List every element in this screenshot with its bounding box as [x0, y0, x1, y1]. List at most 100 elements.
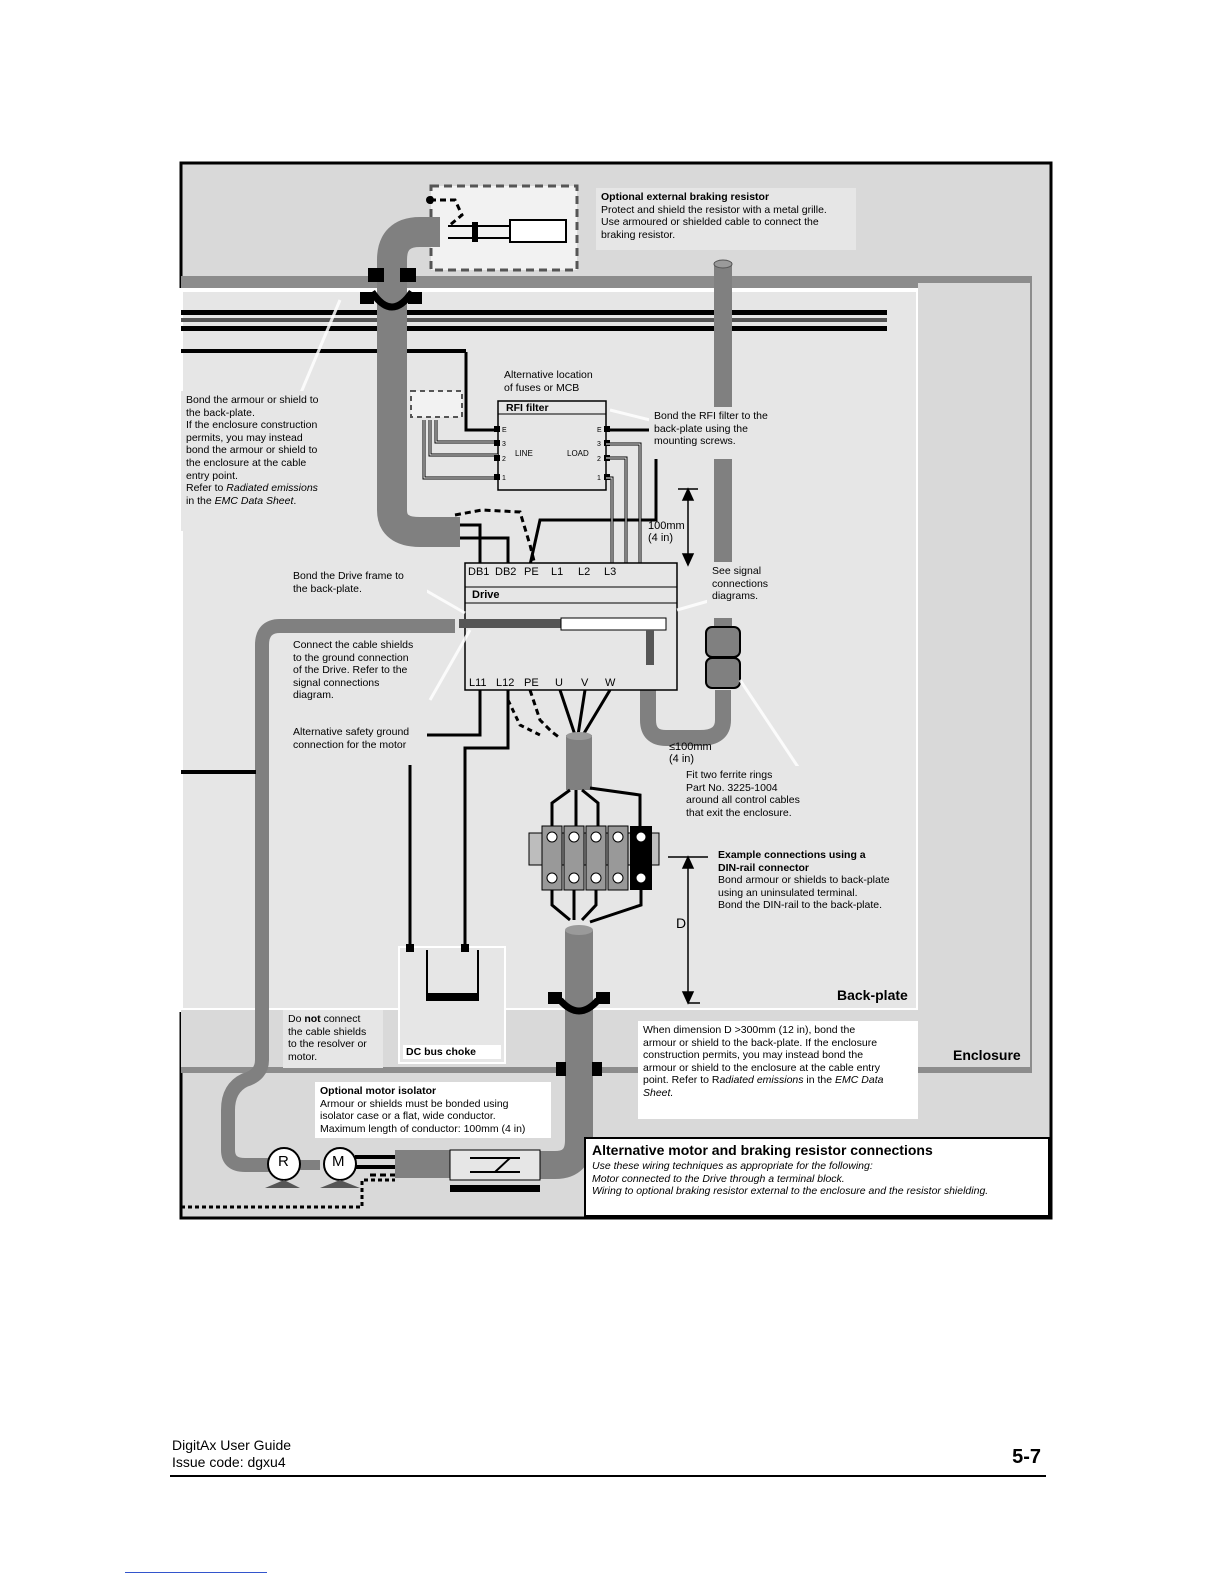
dc-bus-choke-box [398, 946, 506, 1064]
note-italic: Radiated emissions [226, 482, 318, 495]
note-din-rail-title: DIN-rail connector [718, 861, 810, 874]
note-line: armour or shield to the back-plate. If t… [643, 1036, 878, 1049]
rfi-filter-box [497, 400, 607, 491]
note-line: Part No. 3225-1004 [686, 781, 778, 794]
din-feed-wires [550, 786, 642, 828]
drive-term-v: V [581, 677, 589, 689]
note-italic: Sheet. [643, 1086, 674, 1099]
note-braking-resistor: Optional external braking resistor Prote… [596, 188, 856, 250]
note-bold: not [304, 1013, 321, 1025]
note-motor-isolator: Optional motor isolator Armour or shield… [315, 1082, 551, 1138]
dim-100mm [678, 487, 698, 567]
resolver-cable [221, 619, 455, 1172]
alternative-connections-line: Motor connected to the Drive through a t… [592, 1172, 845, 1185]
drive-term-db1: DB1 [468, 566, 490, 578]
note-line: the back-plate. [186, 406, 255, 419]
note-line: the enclosure at the cable [186, 456, 307, 469]
note-line: When dimension D >300mm (12 in), bond th… [643, 1024, 856, 1036]
drive-label: Drive [472, 589, 500, 601]
drive-term-l1: L1 [551, 566, 564, 578]
note-bond-drive: Bond the Drive frame to the back-plate. [288, 567, 427, 603]
rfi-term-e-l: E [502, 427, 507, 434]
note-line: Maximum length of conductor: 100mm (4 in… [320, 1122, 526, 1135]
note-line: isolator case or a flat, wide conductor. [320, 1110, 496, 1123]
note-line: Armour or shields must be bonded using [320, 1097, 509, 1110]
rfi-load-label: LOAD [567, 449, 589, 458]
supply-bus-bars [181, 310, 887, 353]
motor-cable-upper [566, 735, 592, 790]
note-braking-resistor-title: Optional external braking resistor [601, 191, 770, 203]
note-line: Refer to Radiated emissions [186, 482, 365, 495]
note-line: Fit two ferrite rings [686, 769, 773, 781]
din-output-wires [550, 890, 643, 924]
safety-ground-dashed [181, 1178, 395, 1209]
note-ferrite: Fit two ferrite rings Part No. 3225-1004… [681, 766, 816, 836]
footer-info: DigitAx User Guide Issue code: dgxu4 [172, 1437, 291, 1471]
rfi-term-1-l: 1 [502, 475, 506, 482]
rfi-term-e-r: E [597, 427, 602, 434]
note-alt-safety: Alternative safety ground connection for… [288, 723, 427, 765]
note-line: entry point. [186, 469, 238, 482]
note-line: diagram. [293, 689, 334, 702]
note-text: Refer to [186, 482, 227, 495]
note-line: See signal [712, 565, 762, 577]
rfi-line-label: LINE [515, 449, 533, 458]
braking-resistor [509, 219, 567, 243]
note-bond-rfi: Bond the RFI filter to the back-plate us… [649, 407, 784, 459]
rfi-term-3-r: 3 [597, 441, 601, 448]
dc-bus-choke-label: DC bus choke [403, 1045, 501, 1059]
resolver-label: R [278, 1153, 289, 1170]
note-line: mounting screws. [654, 435, 736, 448]
alternative-connections-line: Wiring to optional braking resistor exte… [592, 1185, 989, 1197]
note-connect-shields: Connect the cable shields to the ground … [288, 636, 427, 708]
cable-clamp-backplate [548, 992, 610, 1076]
motor-assembly [265, 1147, 541, 1192]
dim-le100mm-label: ≤100mm [669, 741, 712, 753]
drive-term-l12: L12 [496, 677, 515, 689]
enclosure-label: Enclosure [953, 1047, 1021, 1063]
note-line: permits, you may instead [186, 431, 303, 444]
drive-ground-bar [459, 619, 561, 628]
note-line: Do not connect [288, 1013, 378, 1026]
note-line: the cable shields [288, 1025, 367, 1038]
leader-lines [298, 299, 802, 771]
note-line: around all control cables [686, 794, 800, 807]
note-line: connection for the motor [293, 738, 407, 751]
note-line: braking resistor. [601, 228, 676, 241]
note-see-signal: See signal connections diagrams. [707, 562, 784, 618]
motor-label: M [332, 1153, 345, 1170]
note-din-rail: Example connections using a DIN-rail con… [713, 846, 903, 934]
footer-issue-code: Issue code: dgxu4 [172, 1454, 286, 1470]
note-line: in the EMC Data Sheet. [186, 495, 365, 508]
drive-term-db2: DB2 [495, 566, 517, 578]
note-line: Connect the cable shields [293, 639, 414, 651]
footer-rule [170, 1475, 1046, 1477]
alternative-connections-box: Alternative motor and braking resistor c… [584, 1137, 1050, 1217]
note-alt-fuses: Alternative location of fuses or MCB [499, 366, 607, 398]
note-line: armour or shield to the enclosure at the… [643, 1061, 880, 1074]
note-italic: EMC Data [835, 1074, 884, 1087]
enclosure-side-cable [181, 770, 256, 774]
note-text: . [293, 494, 297, 507]
note-italic: adiated emissions [719, 1074, 804, 1087]
drive-term-pe-bottom: PE [524, 677, 539, 689]
alternative-connections-title: Alternative motor and braking resistor c… [592, 1142, 933, 1158]
note-line: Bond the armour or shield to [186, 394, 319, 406]
note-line: of the Drive. Refer to the [293, 664, 408, 677]
note-din-rail-title: Example connections using a [718, 849, 866, 861]
rfi-term-3-l: 3 [502, 441, 506, 448]
rfi-term-2-r: 2 [597, 456, 601, 463]
dim-d-label: D [676, 915, 687, 931]
drive-term-w: W [605, 677, 616, 689]
bottom-link-underline[interactable] [125, 1572, 267, 1573]
enclosure-inner [918, 283, 1030, 1067]
drive-output-wires [408, 689, 612, 948]
note-line: Bond armour or shields to back-plate [718, 874, 890, 887]
note-bond-armour: Bond the armour or shield to the back-pl… [181, 391, 370, 531]
alternative-connections-line: Use these wiring techniques as appropria… [592, 1160, 873, 1172]
note-line: point. Refer to Radiated emissions in th… [643, 1074, 913, 1087]
braking-resistor-enclosure [429, 184, 579, 272]
dim-100mm-in-label: (4 in) [648, 532, 674, 544]
note-text: connect [320, 1013, 361, 1025]
note-line: Bond the Drive frame to [293, 570, 404, 582]
